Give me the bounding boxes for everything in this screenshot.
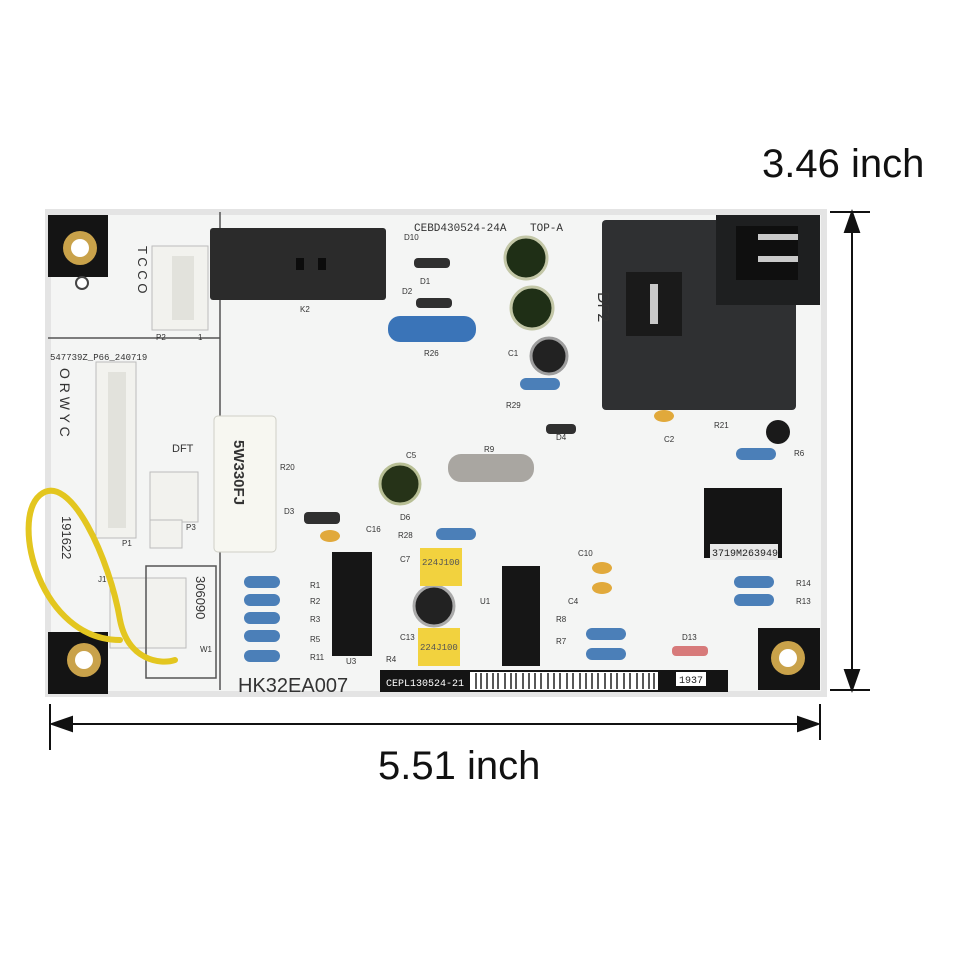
label-r6: R6 [794,449,805,458]
label-u3: U3 [346,657,357,666]
width-dimension-arrow [48,704,822,750]
connector-p3 [149,471,199,549]
label-orwyc: O R W Y C [57,368,73,437]
label-r21: R21 [714,421,729,430]
label-r8: R8 [556,615,567,624]
label-w1: W1 [200,645,213,654]
label-r1: R1 [310,581,321,590]
board-model-top: CEBD430524-24A [414,223,507,235]
label-dft: DFT [172,443,194,455]
label-r14: R14 [796,579,811,588]
capacitor-large [412,584,456,628]
label-u1: U1 [480,597,491,606]
label-r4: R4 [386,655,397,664]
label-d4: D4 [556,433,567,442]
resistor-bank-left [244,576,280,662]
ic-u1 [502,566,540,666]
connector-p1 [95,361,137,539]
capacitor-top-2 [509,285,555,331]
resistor-r9 [448,454,534,482]
ceramic-resistor-r20 [213,415,277,553]
part-code: 547739Z_P66_240719 [50,353,147,363]
capacitor-top-1 [503,235,549,281]
barcode-label: CEPL130524-21 [386,679,464,690]
label-r7: R7 [556,637,567,646]
label-r26: R26 [424,349,439,358]
mounting-hole-bottom-left [48,632,108,694]
label-tcco: T C C O [135,246,150,293]
label-p3: P3 [186,523,196,532]
height-dimension-label: 3.46 inch [762,142,925,186]
board-model-bottom: HK32EA007 [238,675,348,697]
film-capacitor-c13 [418,628,460,666]
label-d1: D1 [420,277,431,286]
height-dimension-arrow [830,208,870,694]
resistor-marking: 5W330FJ [230,440,247,505]
label-c10: C10 [578,549,593,558]
label-p1: P1 [122,539,132,548]
label-d10: D10 [404,233,419,242]
mounting-hole-top-left [48,215,108,277]
label-c5: C5 [406,451,417,460]
label-d3: D3 [284,507,295,516]
label-r20: R20 [280,463,295,472]
label-r13: R13 [796,597,811,606]
label-d13: D13 [682,633,697,642]
power-relay [602,215,820,410]
connector-p2 [151,245,209,331]
date-code: 1937 [679,676,703,687]
label-r28: R28 [398,531,413,540]
label-r9: R9 [484,445,495,454]
resistor-r26 [388,316,476,342]
cap-marking-c13: 224J100 [420,643,458,653]
chip-label: 3719M263949 [712,549,778,560]
label-k2: K2 [300,305,310,314]
label-j1: J1 [98,575,107,584]
right-code: 306090 [193,576,208,619]
label-r11: R11 [310,653,325,662]
mounting-hole-bottom-right [758,628,820,690]
ic-u3 [332,552,372,656]
label-c7: C7 [400,555,411,564]
capacitor-c1 [529,336,569,376]
label-r3: R3 [310,615,321,624]
label-d2: D2 [402,287,413,296]
label-df2: DF2 [594,292,611,322]
label-c4: C4 [568,597,579,606]
film-capacitor-c7 [420,548,462,586]
resistor-bank-right [436,378,776,660]
label-c2: C2 [664,435,675,444]
jumper-wire [25,487,178,665]
width-dimension-label: 5.51 inch [378,744,541,788]
label-pin1: 1 [198,333,203,342]
board-side: TOP-A [530,223,563,235]
label-c16: C16 [366,525,381,534]
cap-marking-c7: 224J100 [422,558,460,568]
label-c1: C1 [508,349,519,358]
label-r5: R5 [310,635,321,644]
label-c13: C13 [400,633,415,642]
label-d6: D6 [400,513,411,522]
label-r29: R29 [506,401,521,410]
capacitor-c5 [378,462,422,506]
left-code: 191622 [59,516,74,559]
label-r2: R2 [310,597,321,606]
label-p2: P2 [156,333,166,342]
